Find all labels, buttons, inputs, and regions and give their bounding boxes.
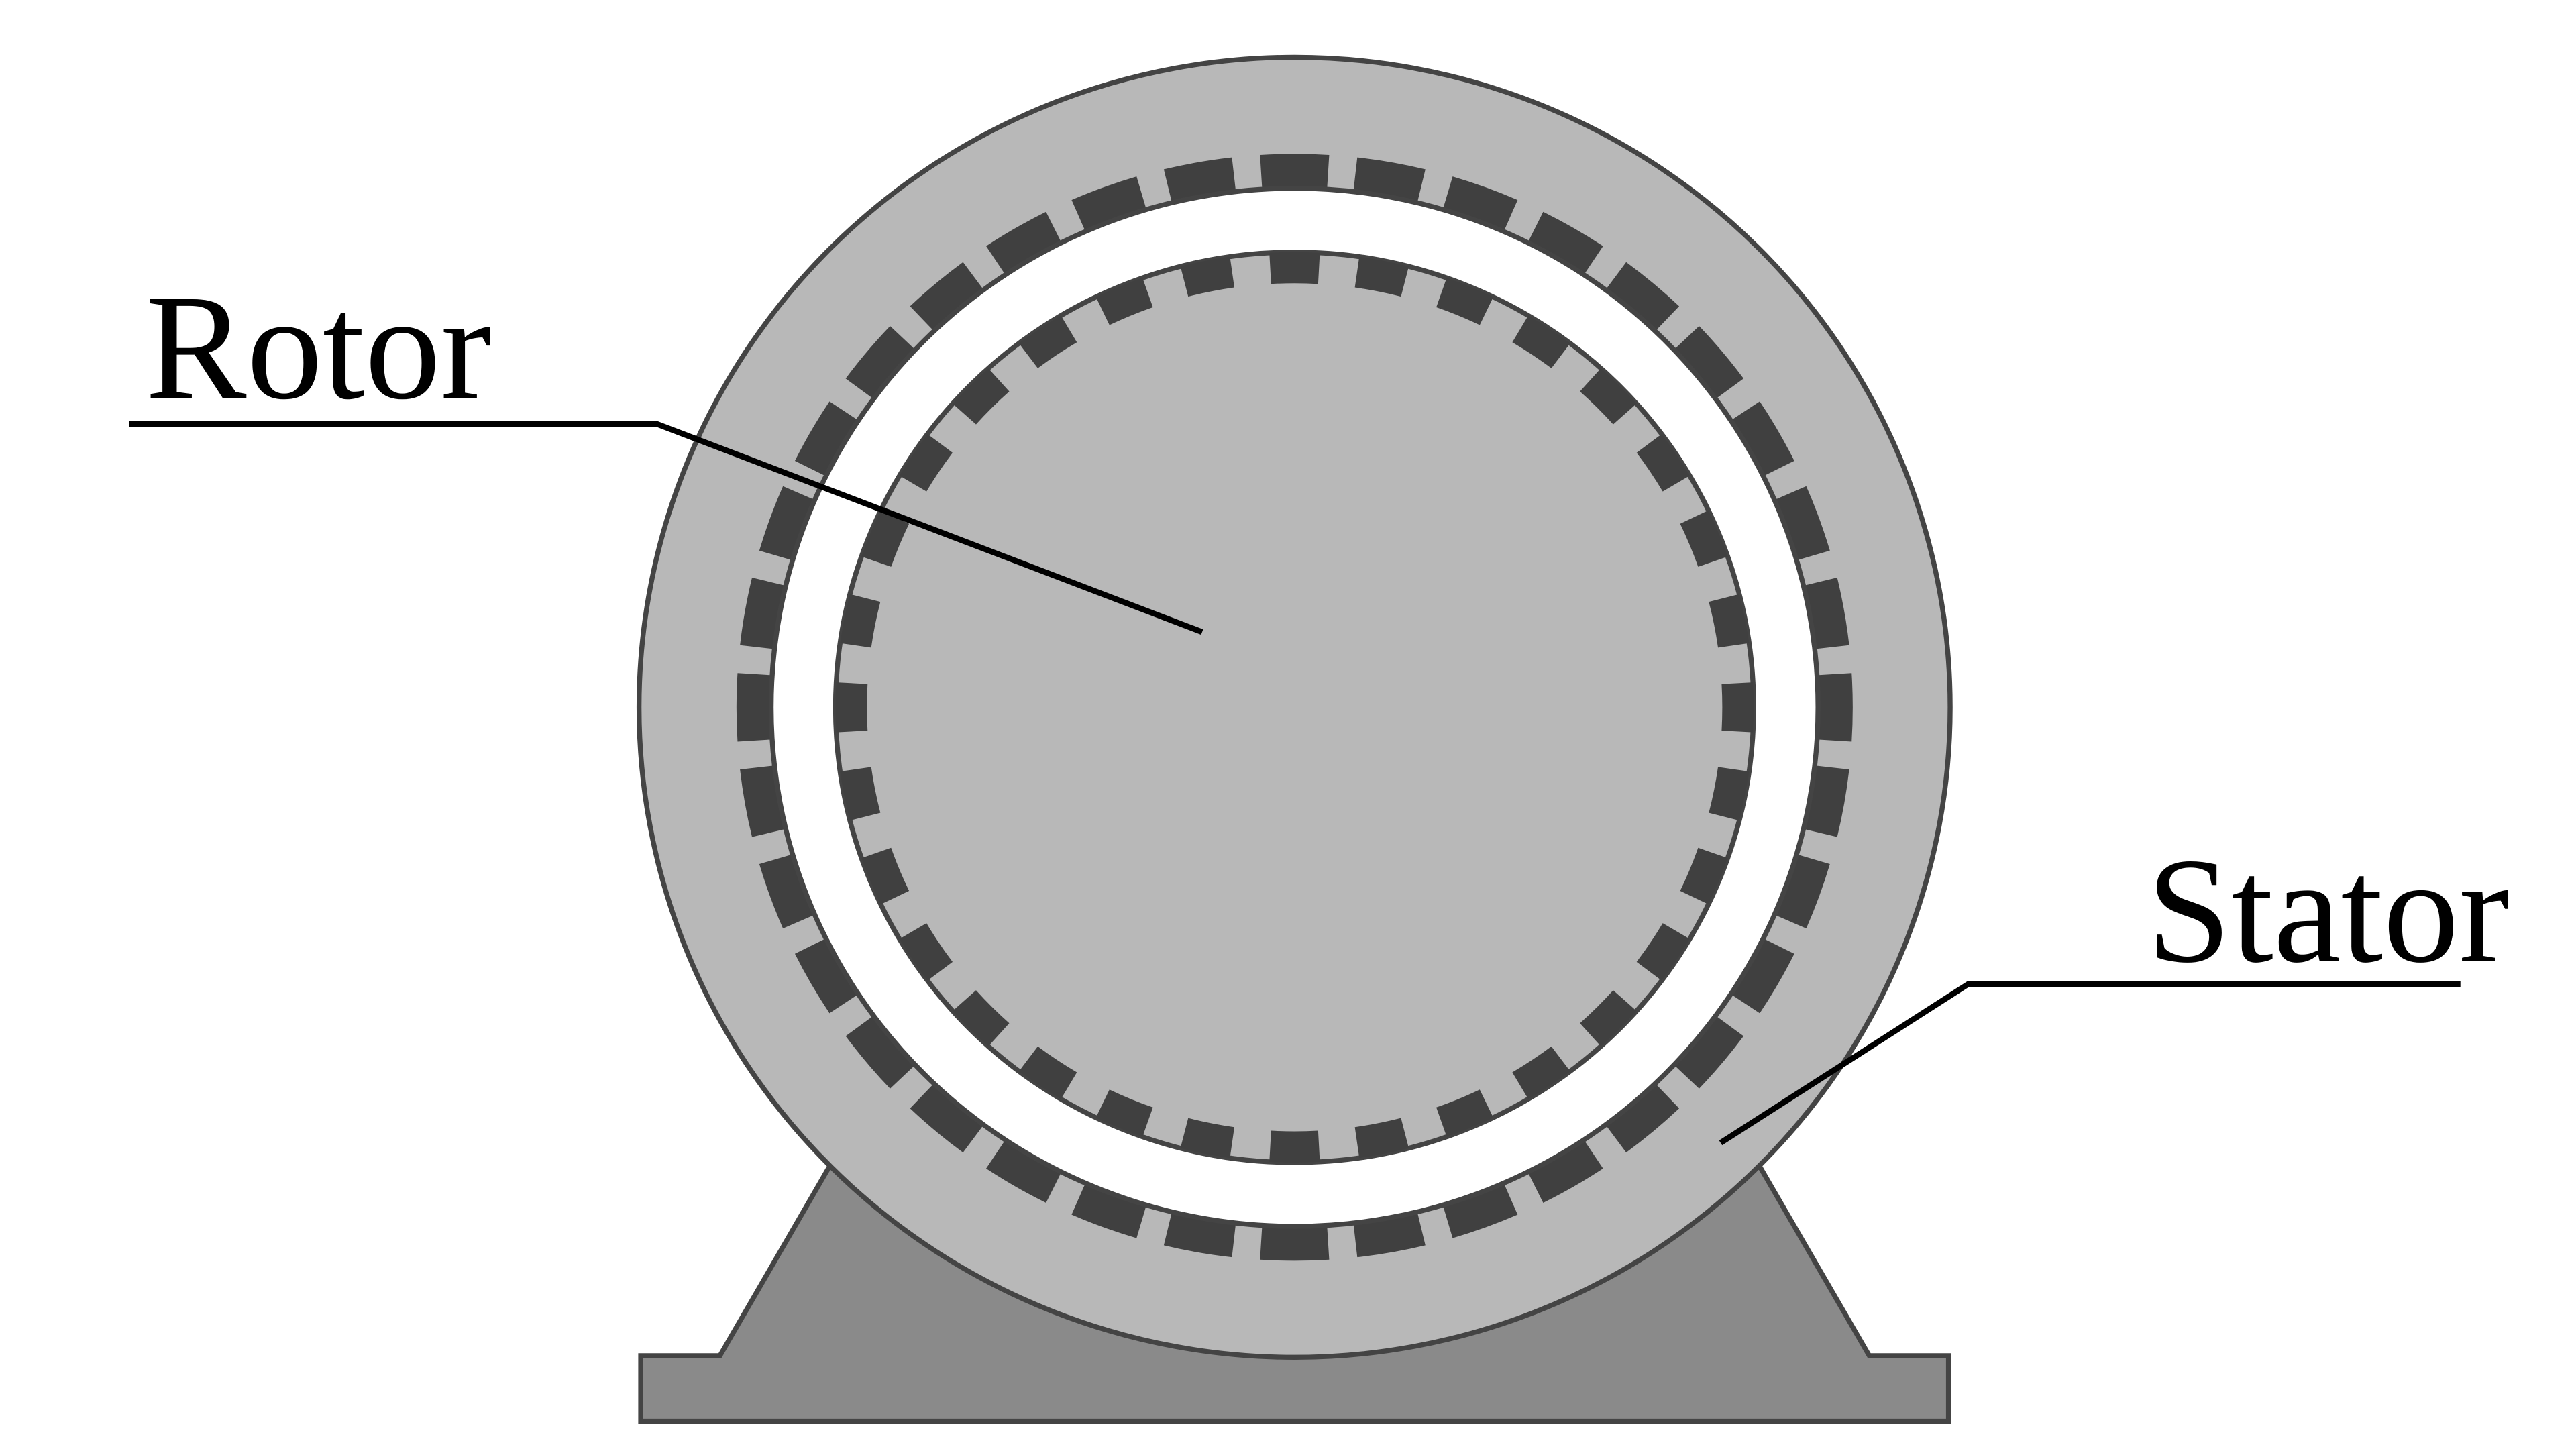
rotor-slot — [1580, 990, 1637, 1046]
stator-slot — [1776, 855, 1830, 929]
stator-slot — [1163, 157, 1236, 201]
rotor-slot — [1636, 923, 1690, 981]
rotor-slot — [953, 368, 1010, 425]
stator-slot — [1606, 262, 1680, 330]
rotor-slot — [1680, 510, 1728, 567]
rotor-slot — [1018, 1046, 1077, 1099]
rotor-slot — [1180, 1118, 1235, 1159]
rotor-slots — [835, 252, 1754, 1163]
stator-slot — [740, 765, 784, 837]
stator-slot — [1071, 1184, 1146, 1238]
stator-slot — [794, 401, 857, 476]
rotor-slot — [1512, 315, 1570, 368]
rotor-slot — [1269, 252, 1320, 284]
rotor-slot — [1709, 767, 1750, 821]
stator-slot — [1675, 1016, 1744, 1089]
rotor-slot — [1354, 1118, 1409, 1159]
stator-slot — [910, 262, 983, 330]
stator-slot — [845, 325, 914, 398]
stator-slot — [845, 1016, 914, 1089]
stator-slot — [736, 673, 771, 742]
rotor-slot — [1180, 256, 1235, 297]
stator-slot — [1805, 578, 1849, 649]
stator-slot — [1353, 157, 1426, 201]
rotor-slot — [899, 433, 953, 492]
stator-slot — [986, 211, 1061, 274]
rotor-slot — [953, 990, 1010, 1046]
stator-slot — [1528, 1141, 1603, 1203]
rotor-leader-line — [129, 421, 1203, 635]
rotor-slot — [840, 594, 881, 648]
rotor-slot — [1636, 433, 1690, 492]
stator-slot — [1732, 939, 1794, 1014]
stator-slot — [1606, 1084, 1680, 1152]
stator-slot — [1443, 176, 1518, 230]
rotor-slot — [1095, 1089, 1153, 1137]
stator-slot — [759, 486, 814, 560]
rotor-label: Rotor — [146, 264, 492, 431]
stator-slot — [1353, 1213, 1426, 1258]
stator-label: Stator — [2147, 827, 2510, 994]
rotor-slot — [1018, 315, 1077, 368]
rotor-slot — [1680, 847, 1728, 905]
stator-slot — [1163, 1213, 1236, 1258]
stator-slot — [794, 939, 857, 1014]
rotor-slot — [1512, 1046, 1570, 1099]
stator-slot — [1805, 765, 1849, 837]
rotor-slot — [1095, 278, 1153, 325]
rotor-slot — [1436, 1089, 1494, 1137]
stator-slot — [1071, 176, 1146, 230]
stator-slot — [1528, 211, 1603, 274]
rotor-slot — [1269, 1130, 1320, 1163]
stator-slots — [736, 154, 1853, 1261]
stator-slot — [1732, 401, 1794, 476]
rotor-slot — [1354, 256, 1409, 297]
rotor-slot — [1721, 682, 1754, 733]
stator-slot — [1675, 325, 1744, 398]
rotor-slot — [835, 682, 868, 733]
rotor-slot — [1580, 368, 1637, 425]
rotor-slot — [840, 767, 881, 821]
rotor-slot — [1709, 594, 1750, 648]
stator-slot — [1260, 154, 1330, 188]
stator-slot — [1443, 1184, 1518, 1238]
stator-slot — [1260, 1227, 1330, 1261]
stator-slot — [986, 1141, 1061, 1203]
rotor-slot — [861, 510, 910, 567]
stator-slot — [910, 1084, 983, 1152]
stator-slot — [759, 855, 814, 929]
rotor-slot — [861, 847, 910, 905]
rotor-slot — [899, 923, 953, 981]
stator-leader-line — [1719, 981, 2461, 1146]
stator-slot — [1776, 486, 1830, 560]
rotor-slot — [1436, 278, 1494, 325]
stator-slot — [1819, 673, 1853, 742]
stator-slot — [740, 578, 784, 649]
